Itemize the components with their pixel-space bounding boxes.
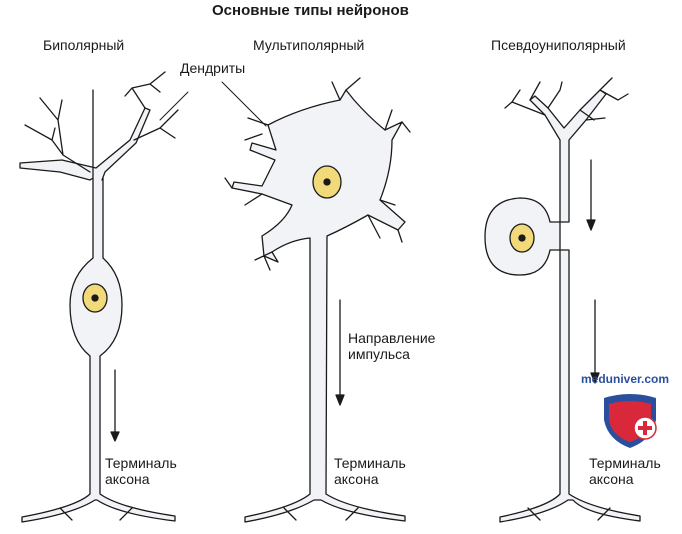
pseudounipolar-arrowhead-top <box>586 219 596 231</box>
label-dendrites: Дендриты <box>180 60 246 76</box>
label-terminal-bipolar-2: аксона <box>105 471 150 487</box>
multipolar-nucleolus <box>323 178 331 186</box>
bipolar-neuron <box>19 71 179 523</box>
pseudounipolar-arrowhead-bottom <box>590 372 600 384</box>
label-pseudounipolar: Псевдоуниполярный <box>491 37 626 53</box>
pseudounipolar-body <box>484 89 641 523</box>
multipolar-terminal-branch <box>283 507 359 521</box>
label-terminal-multipolar-1: Терминаль <box>334 455 406 471</box>
pseudounipolar-terminal-branch <box>527 507 611 521</box>
bipolar-arrowhead <box>110 431 120 442</box>
impulse-arrowhead <box>335 394 345 406</box>
pseudounipolar-nucleolus <box>518 234 526 242</box>
bipolar-terminal-branch <box>59 507 133 521</box>
watermark-text: meduniver.com <box>581 372 670 386</box>
bipolar-dendrite-left <box>24 97 91 173</box>
multipolar-neuron <box>224 77 411 523</box>
label-multipolar: Мультиполярный <box>253 37 365 53</box>
label-bipolar: Биполярный <box>43 37 125 53</box>
label-impulse-line2: импульса <box>348 346 410 362</box>
label-terminal-multipolar-2: аксона <box>334 471 379 487</box>
pseudounipolar-neuron <box>484 77 641 523</box>
label-terminal-bipolar-1: Терминаль <box>105 455 177 471</box>
bipolar-nucleolus <box>91 294 99 302</box>
label-terminal-pseudounipolar-1: Терминаль <box>589 455 661 471</box>
dendrites-pointer-lines <box>159 81 267 127</box>
bipolar-dendrite-right <box>124 71 179 141</box>
pseudounipolar-dendrites <box>504 77 629 121</box>
label-terminal-pseudounipolar-2: аксона <box>589 471 634 487</box>
figure-title: Основные типы нейронов <box>212 2 409 19</box>
multipolar-dendrites <box>224 77 411 271</box>
label-impulse-line1: Направление <box>348 330 436 346</box>
watermark-shield-icon <box>604 394 657 448</box>
multipolar-body <box>231 89 406 523</box>
